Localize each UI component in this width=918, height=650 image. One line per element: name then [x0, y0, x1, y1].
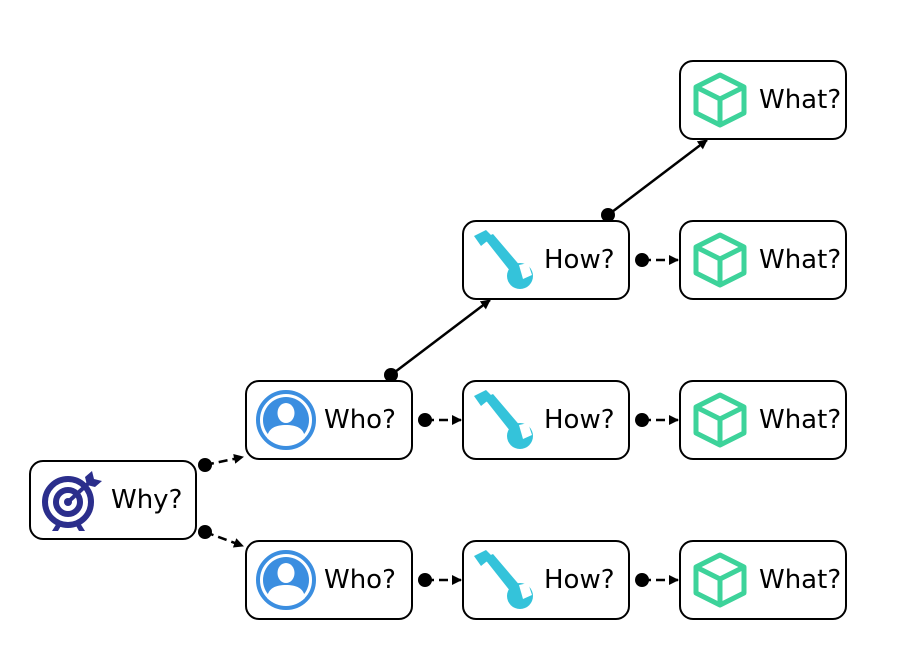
- node-label: Who?: [324, 565, 396, 595]
- node-what-2[interactable]: What?: [679, 220, 847, 300]
- node-label: Who?: [324, 405, 396, 435]
- node-label: How?: [544, 245, 615, 275]
- cube-icon: [693, 392, 747, 448]
- node-how-2[interactable]: How?: [462, 380, 630, 460]
- node-label: How?: [544, 565, 615, 595]
- node-label: What?: [759, 245, 842, 275]
- node-how-3[interactable]: How?: [462, 540, 630, 620]
- wrench-icon: [474, 390, 533, 449]
- node-label: Why?: [111, 485, 183, 515]
- node-who-1[interactable]: Who?: [245, 380, 413, 460]
- wrench-icon: [474, 230, 533, 289]
- edge-start-dot: [384, 368, 398, 382]
- node-what-3[interactable]: What?: [679, 380, 847, 460]
- node-how-1[interactable]: How?: [462, 220, 630, 300]
- target-icon: [42, 471, 102, 531]
- edge-how1-to-what1: [607, 139, 708, 216]
- node-why[interactable]: Why?: [29, 460, 197, 540]
- edge-start-dot: [198, 458, 212, 472]
- node-label: What?: [759, 85, 842, 115]
- node-who-2[interactable]: Who?: [245, 540, 413, 620]
- node-label: What?: [759, 405, 842, 435]
- node-label: What?: [759, 565, 842, 595]
- edge-start-dot: [635, 413, 649, 427]
- edge-start-dot: [418, 413, 432, 427]
- user-icon: [256, 390, 316, 450]
- wrench-icon: [474, 550, 533, 609]
- edge-start-dot: [198, 525, 212, 539]
- edge-start-dot: [601, 208, 615, 222]
- node-what-4[interactable]: What?: [679, 540, 847, 620]
- cube-icon: [693, 72, 747, 128]
- edge-start-dot: [635, 253, 649, 267]
- edge-start-dot: [635, 573, 649, 587]
- edge-who1-to-how1: [390, 299, 491, 376]
- node-label: How?: [544, 405, 615, 435]
- edge-start-dot: [418, 573, 432, 587]
- user-icon: [256, 550, 316, 610]
- node-what-1[interactable]: What?: [679, 60, 847, 140]
- cube-icon: [693, 232, 747, 288]
- cube-icon: [693, 552, 747, 608]
